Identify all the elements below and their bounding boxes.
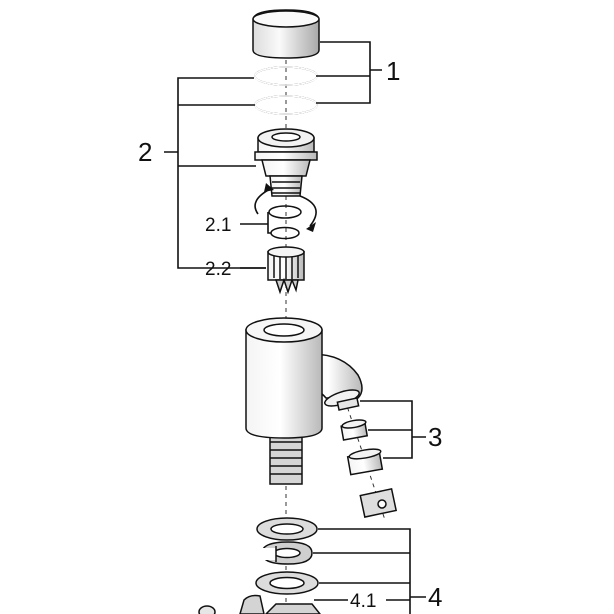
callout-2-1: 2.1 [205,215,231,236]
small-ring-upper [268,205,302,219]
leader-2 [164,77,266,269]
aerator-key [359,488,398,518]
callout-3: 3 [428,422,442,452]
cartridge-part [254,128,318,197]
cap-part [252,9,320,59]
callout-4-1: 4.1 [350,591,376,612]
aerator-insert [340,419,369,441]
leader-2-1 [240,212,271,234]
arrow-head-right [306,222,316,232]
aerator-washer [336,397,360,411]
leader-1 [316,41,382,104]
mount-washer-upper [256,517,318,541]
small-ring-lower [270,226,300,240]
callout-1: 1 [386,56,400,86]
callout-2: 2 [138,137,152,167]
leader-4 [313,528,426,614]
arrow-head-left [264,183,274,192]
filter-sleeve-part [267,246,305,295]
mount-split-washer [258,541,313,565]
mount-washer-lower [255,571,319,595]
callout-4: 4 [428,582,442,612]
faucet-body [245,317,363,485]
leader-3 [360,400,426,459]
callout-2-2: 2.2 [205,259,231,280]
mount-nut-partial [198,594,321,614]
aerator-housing [346,448,384,476]
rotate-arrow-right [299,195,317,227]
